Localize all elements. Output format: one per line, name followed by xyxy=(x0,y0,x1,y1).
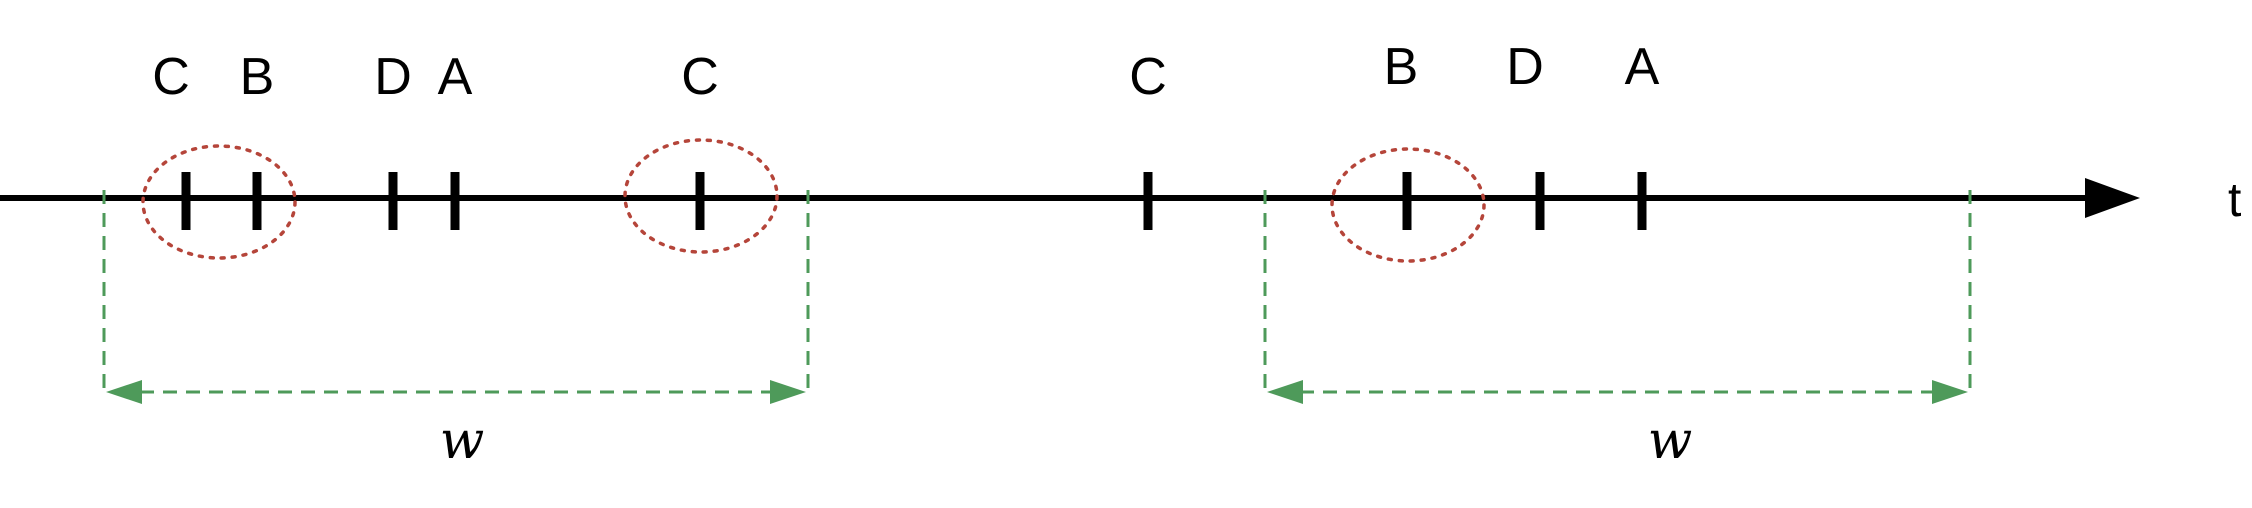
event-label: D xyxy=(1506,38,1544,96)
event-4: C xyxy=(681,48,719,230)
highlight-circle-b xyxy=(1330,147,1486,263)
window-label: w xyxy=(1648,411,1693,471)
event-7: D xyxy=(1506,38,1545,230)
window-arrowhead-right xyxy=(1932,380,1968,404)
event-label: A xyxy=(438,48,473,106)
event-5: C xyxy=(1129,48,1167,230)
event-label: C xyxy=(1129,48,1167,106)
window-label: w xyxy=(440,411,485,471)
event-label: B xyxy=(1384,38,1419,96)
event-label: C xyxy=(152,48,190,106)
event-8: A xyxy=(1625,38,1660,230)
highlight-circle-cb xyxy=(141,144,297,260)
time-axis-label: t xyxy=(2228,174,2241,227)
event-label: B xyxy=(240,48,275,106)
event-3: A xyxy=(438,48,473,230)
window-arrowhead-left xyxy=(1267,380,1303,404)
window-arrowhead-right xyxy=(770,380,806,404)
event-label: A xyxy=(1625,38,1660,96)
event-label: D xyxy=(374,48,412,106)
time-axis-arrowhead xyxy=(2085,178,2140,218)
event-2: D xyxy=(374,48,412,230)
event-6: B xyxy=(1384,38,1419,230)
event-label: C xyxy=(681,48,719,106)
highlight-circle-c xyxy=(623,138,779,254)
event-0: C xyxy=(152,48,191,230)
window-arrowhead-left xyxy=(106,380,142,404)
window-1: w xyxy=(102,190,810,471)
event-1: B xyxy=(240,48,275,230)
window-2: w xyxy=(1263,190,1972,471)
